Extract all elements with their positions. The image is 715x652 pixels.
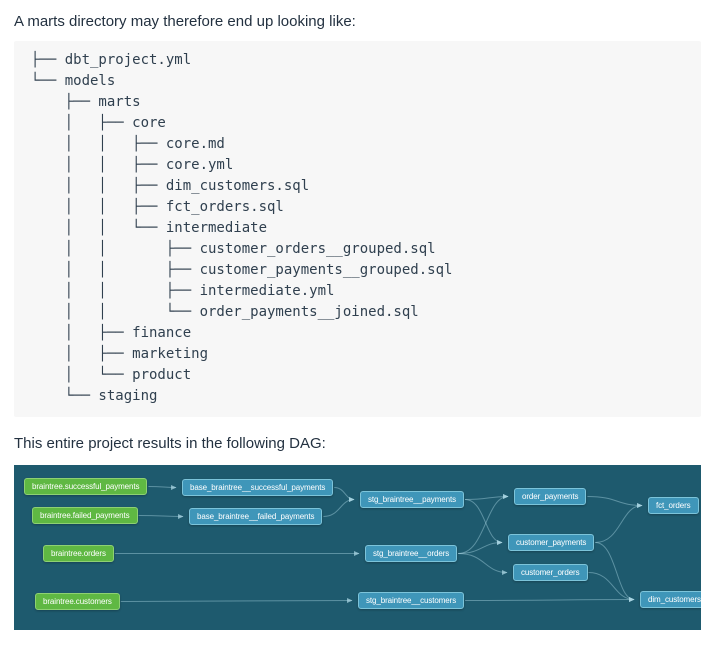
- dag-node-base-braintree-successful-payments: base_braintree__successful_payments: [182, 479, 334, 496]
- page-content: A marts directory may therefore end up l…: [0, 12, 715, 630]
- directory-tree-code-block: ├── dbt_project.yml └── models ├── marts…: [14, 41, 701, 417]
- dag-node-braintree-customers: braintree.customers: [35, 593, 120, 610]
- intro-paragraph: A marts directory may therefore end up l…: [14, 13, 356, 30]
- dag-intro-paragraph: This entire project results in the follo…: [14, 435, 326, 452]
- dag-node-customer-payments: customer_payments: [508, 534, 595, 551]
- dag-node-dim-customers: dim_customers: [640, 591, 701, 608]
- dag-edges: [114, 484, 643, 604]
- dag-image[interactable]: braintree.successful_payments base_brain…: [14, 465, 701, 630]
- dag-node-stg-braintree-customers: stg_braintree__customers: [358, 592, 465, 609]
- dag-node-stg-braintree-orders: stg_braintree__orders: [365, 545, 458, 562]
- dag-node-braintree-orders: braintree.orders: [43, 545, 114, 562]
- dag-node-braintree-successful-payments: braintree.successful_payments: [24, 478, 148, 495]
- dag-node-braintree-failed-payments: braintree.failed_payments: [32, 507, 138, 524]
- dag-node-customer-orders: customer_orders: [513, 564, 588, 581]
- dag-node-order-payments: order_payments: [514, 488, 587, 505]
- dag-node-base-braintree-failed-payments: base_braintree__failed_payments: [189, 508, 323, 525]
- dag-node-stg-braintree-payments: stg_braintree__payments: [360, 491, 464, 508]
- dag-node-fct-orders: fct_orders: [648, 497, 699, 514]
